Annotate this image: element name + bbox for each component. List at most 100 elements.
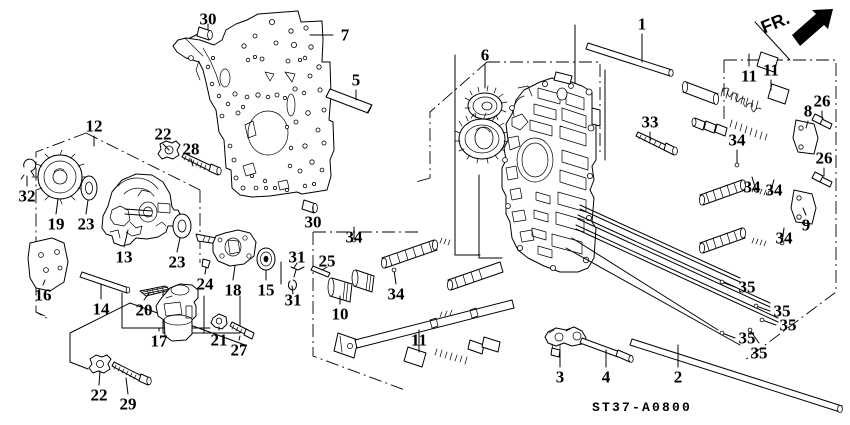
part-13-pump-body — [101, 173, 181, 247]
callout-30-top: 30 — [199, 9, 217, 29]
callout-24: 24 — [196, 274, 214, 294]
valve-assembly-row-c — [699, 179, 747, 206]
valve-assembly-row-d — [699, 227, 747, 254]
part-30-pin-bottom — [301, 199, 318, 214]
fr-arrow-icon — [792, 9, 833, 46]
callout-29: 29 — [119, 394, 137, 414]
part-15-bearing — [256, 247, 276, 271]
callout-4: 4 — [601, 367, 611, 387]
callout-14: 14 — [92, 299, 110, 319]
callout-12: 12 — [85, 116, 103, 136]
callout-15: 15 — [257, 280, 275, 300]
part-11-roller-top — [756, 51, 779, 73]
callout-21: 21 — [210, 330, 228, 350]
callout-23-a: 23 — [77, 214, 95, 234]
part-4-pin — [579, 337, 634, 363]
callout-26-b: 26 — [815, 148, 833, 168]
part-9-cover — [790, 189, 817, 225]
callout-35-a: 35 — [738, 277, 756, 297]
group-boundary-center-bottom — [312, 231, 420, 391]
callout-34-c: 34 — [765, 180, 783, 200]
callout-20: 20 — [135, 300, 153, 320]
callout-11-a: 11 — [740, 66, 758, 86]
callout-2: 2 — [673, 367, 683, 387]
callout-28: 28 — [182, 139, 200, 159]
callout-11-c: 11 — [410, 330, 428, 350]
part-3-detent-lever — [544, 326, 587, 358]
callout-26-a: 26 — [813, 91, 831, 111]
part-18-pump-shaft — [195, 229, 257, 267]
valve-assembly-center-b — [446, 261, 504, 291]
part-1-long-rod — [585, 42, 674, 77]
callout-33: 33 — [641, 112, 659, 132]
part-22-retainer-lower — [88, 354, 112, 374]
part-23-washer-left — [80, 175, 98, 201]
callout-8: 8 — [803, 101, 813, 121]
part-7-separator-plate — [172, 10, 335, 198]
part-29-bolt — [111, 361, 152, 386]
fr-arrow-leader — [754, 21, 791, 61]
callout-34-f: 34 — [387, 284, 405, 304]
callout-32: 32 — [18, 186, 36, 206]
callout-22-a: 22 — [154, 124, 172, 144]
part-26-bolt-lower — [811, 171, 833, 188]
callout-35-d: 35 — [738, 328, 756, 348]
part-8-cover — [792, 119, 819, 155]
part-11-roller-mid — [767, 83, 790, 105]
part-23-washer-right — [172, 213, 192, 239]
part-17-solenoid — [155, 283, 199, 342]
callout-7: 7 — [340, 25, 350, 45]
callout-17: 17 — [150, 331, 168, 351]
callout-30-bot: 30 — [304, 212, 322, 232]
callout-35-b: 35 — [773, 301, 791, 321]
part-21-retainer — [210, 313, 228, 330]
callout-10: 10 — [331, 304, 349, 324]
sleeve-group-center — [327, 269, 375, 303]
part-19-pump-gear — [31, 149, 89, 205]
callout-6: 6 — [480, 45, 490, 65]
callout-34-e: 34 — [345, 227, 363, 247]
callout-22-b: 22 — [90, 385, 108, 405]
part-24-pin — [201, 258, 211, 269]
valve-assembly-center — [380, 237, 451, 269]
callout-31-a: 31 — [288, 247, 306, 267]
part-11-roller-bottom — [403, 346, 427, 368]
part-6-pump-gears — [454, 85, 510, 164]
callout-3: 3 — [555, 367, 565, 387]
callout-18: 18 — [224, 280, 242, 300]
part-31-clips — [288, 266, 305, 291]
part-30-pin-top — [196, 26, 213, 41]
part-11-rod-assembly — [333, 299, 515, 365]
part-33-bolt — [635, 131, 678, 156]
callout-35-e: 35 — [750, 343, 768, 363]
part-32-snap-ring — [20, 158, 37, 180]
diagram-code-label: ST37-A0800 — [592, 400, 693, 415]
part-26-bolt-upper — [811, 113, 833, 130]
callout-16: 16 — [34, 285, 52, 305]
callout-34-a: 34 — [728, 130, 746, 150]
valve-assembly-row-b — [691, 117, 768, 141]
group-boundary-right — [723, 59, 837, 361]
callout-31-b: 31 — [284, 290, 302, 310]
part-14-shaft — [79, 271, 131, 294]
part-28-bolt — [181, 152, 222, 176]
callout-11-b: 11 — [762, 60, 780, 80]
group-outline-22-29 — [69, 302, 246, 370]
callout-5: 5 — [351, 70, 361, 90]
callout-13: 13 — [115, 247, 133, 267]
callout-34-d: 34 — [775, 228, 793, 248]
part-16-cover-plate — [27, 237, 69, 292]
part-5-dowel-pin — [325, 88, 373, 114]
callout-9: 9 — [801, 215, 811, 235]
part-main-valve-body — [501, 71, 601, 273]
group-boundary-12 — [35, 132, 201, 321]
small-spring-b — [751, 237, 767, 247]
callout-27: 27 — [230, 340, 248, 360]
leader-lines — [26, 23, 825, 395]
callout-23-b: 23 — [168, 252, 186, 272]
part-27-bolt — [229, 321, 255, 340]
callout-34-b: 34 — [743, 177, 761, 197]
callout-35-c: 35 — [779, 315, 797, 335]
